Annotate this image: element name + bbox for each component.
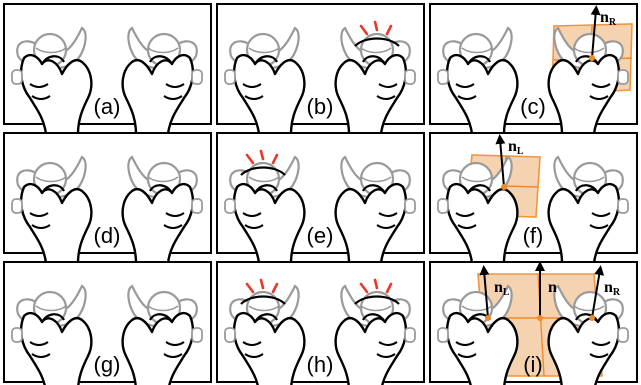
normal-arrow-right-icon bbox=[590, 5, 601, 59]
left-hand-controller-icon bbox=[224, 26, 306, 136]
panel-c: nR (c) bbox=[429, 3, 638, 136]
left-hand-controller-icon bbox=[11, 155, 93, 265]
panel-label: (f) bbox=[523, 223, 544, 248]
plane-center-dot bbox=[537, 315, 543, 321]
panel-label: (e) bbox=[307, 223, 334, 248]
vector-label-n-l: nL bbox=[508, 138, 524, 157]
vector-label-n-r: nR bbox=[600, 9, 617, 28]
panel-label: (i) bbox=[523, 352, 543, 377]
vector-label-n-r: nR bbox=[604, 279, 621, 298]
left-hand-controller-icon bbox=[11, 284, 93, 385]
left-hand-controller-icon bbox=[437, 26, 519, 136]
panel-i: nL n nR (i) bbox=[429, 261, 638, 385]
tap-indicator-left-icon bbox=[240, 149, 286, 176]
panel-label: (h) bbox=[307, 352, 334, 377]
panel-label: (d) bbox=[94, 223, 121, 248]
right-hand-controller-icon bbox=[547, 284, 629, 385]
left-hand-controller-icon bbox=[224, 155, 306, 265]
tap-indicator-right-icon bbox=[354, 20, 400, 47]
plane-center-dot bbox=[501, 184, 507, 190]
right-hand-controller-icon bbox=[334, 26, 416, 136]
panel-label: (c) bbox=[520, 94, 546, 119]
plane-center-dot bbox=[589, 55, 595, 61]
right-hand-controller-icon bbox=[547, 26, 629, 136]
vector-label-n-l: nL bbox=[494, 279, 510, 298]
panel-d: (d) bbox=[3, 132, 212, 265]
left-hand-controller-icon bbox=[437, 284, 519, 385]
left-hand-controller-icon bbox=[437, 155, 519, 265]
panel-g: (g) bbox=[3, 261, 212, 385]
normal-arrow-right-icon bbox=[591, 265, 605, 319]
right-hand-controller-icon bbox=[121, 26, 203, 136]
tap-indicator-left-icon bbox=[240, 278, 286, 305]
panel-b: (b) bbox=[216, 3, 425, 136]
right-hand-controller-icon bbox=[121, 155, 203, 265]
panel-h: (h) bbox=[216, 261, 425, 385]
normal-arrow-left-icon bbox=[495, 134, 506, 188]
panel-e: (e) bbox=[216, 132, 425, 265]
right-hand-controller-icon bbox=[121, 284, 203, 385]
vector-label-n: n bbox=[548, 279, 557, 296]
plane-center-dot bbox=[589, 315, 595, 321]
tap-indicator-right-icon bbox=[354, 278, 400, 305]
plane-center-dot bbox=[485, 315, 491, 321]
left-hand-controller-icon bbox=[11, 26, 93, 136]
normal-arrow-left-icon bbox=[479, 265, 490, 319]
panel-f: nL (f) bbox=[429, 132, 638, 265]
panel-label: (a) bbox=[94, 94, 121, 119]
left-hand-controller-icon bbox=[224, 284, 306, 385]
panel-label: (g) bbox=[94, 352, 121, 377]
panel-label: (b) bbox=[307, 94, 334, 119]
right-hand-controller-icon bbox=[334, 284, 416, 385]
panel-a: (a) bbox=[3, 3, 212, 136]
right-hand-controller-icon bbox=[547, 155, 629, 265]
right-hand-controller-icon bbox=[334, 155, 416, 265]
